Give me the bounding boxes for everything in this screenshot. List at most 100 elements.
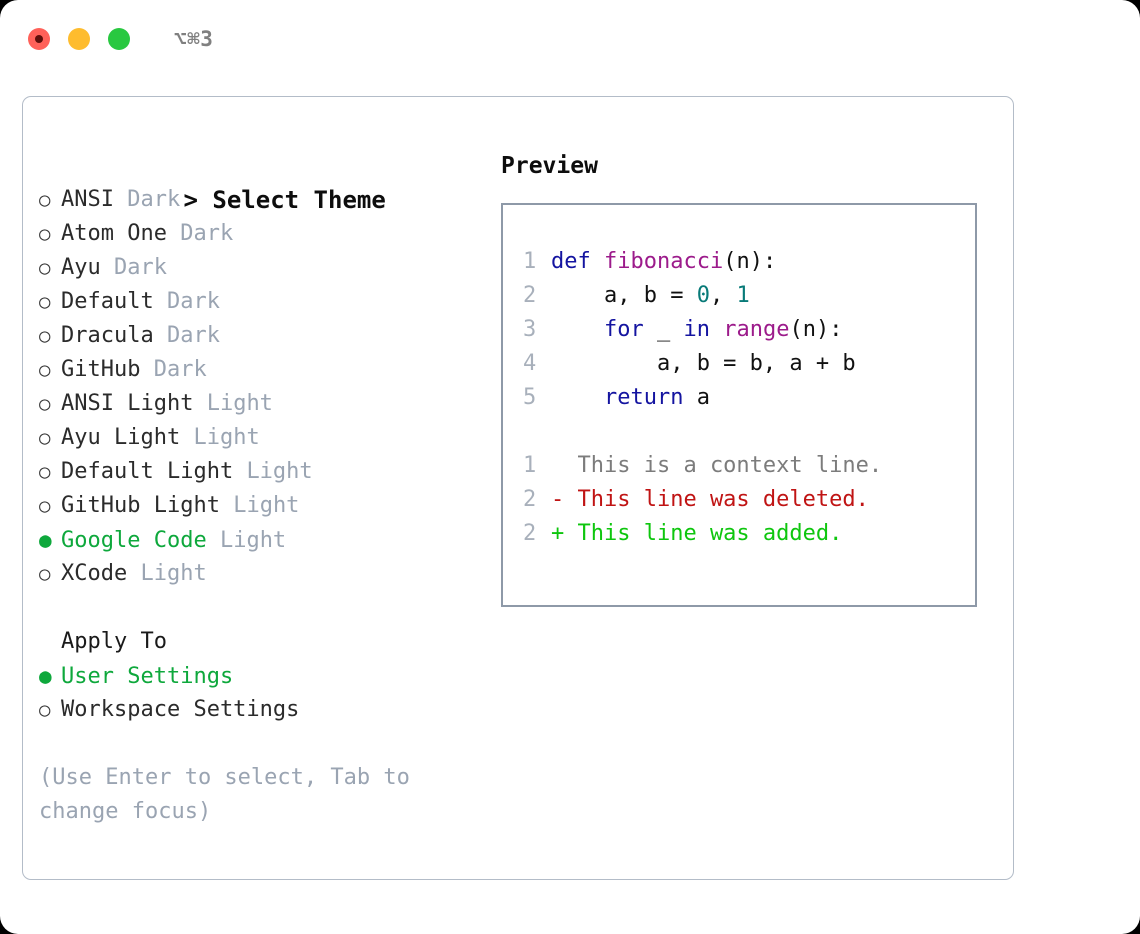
code-token: 0 [696, 283, 710, 308]
radio-unselected-icon: ○ [39, 325, 51, 347]
theme-option-label: Ayu [61, 255, 101, 280]
diff-line-text: + This line was added. [551, 521, 843, 546]
theme-option-github-light[interactable]: ○ GitHub Light Light [39, 489, 491, 523]
apply-to-title: Apply To [61, 629, 167, 654]
left-column: > Select Theme ○ANSI Dark○Atom One Dark○… [39, 149, 491, 829]
line-number: 1 [523, 453, 537, 478]
prompt-caret-icon: > [183, 186, 198, 214]
line-number: 2 [523, 487, 537, 512]
diff-line-del: 2- This line was deleted. [523, 483, 975, 517]
code-line: 4 a, b = b, a + b [523, 347, 975, 381]
radio-unselected-icon: ○ [39, 563, 51, 585]
theme-option-kind: Light [193, 425, 260, 450]
theme-option-label: Default [61, 289, 154, 314]
diff-line-ctx: 1 This is a context line. [523, 449, 975, 483]
line-number: 4 [523, 351, 537, 376]
theme-option-label: Ayu Light [61, 425, 181, 450]
theme-list[interactable]: ○ANSI Dark○Atom One Dark○Ayu Dark○Defaul… [39, 183, 491, 591]
apply-to-option-label: User Settings [61, 664, 234, 689]
theme-option-default-light[interactable]: ○ Default Light Light [39, 455, 491, 489]
theme-option-kind: Light [140, 561, 207, 586]
theme-list-header: > Select Theme [39, 149, 491, 214]
code-token: return [603, 385, 684, 410]
theme-option-ayu[interactable]: ○ Ayu Dark [39, 251, 491, 285]
code-token: def [551, 249, 604, 274]
theme-option-kind: Light [233, 493, 300, 518]
radio-unselected-icon: ○ [39, 393, 51, 415]
code-token: (n): [723, 249, 777, 274]
apply-to-option-workspace-settings[interactable]: ○ Workspace Settings [39, 693, 491, 727]
theme-option-ayu-light[interactable]: ○ Ayu Light Light [39, 421, 491, 455]
theme-option-github[interactable]: ○GitHub Dark [39, 353, 491, 387]
radio-selected-icon: ● [39, 664, 52, 688]
theme-option-xcode[interactable]: ○ XCode Light [39, 557, 491, 591]
radio-selected-icon: ● [39, 528, 52, 552]
theme-option-kind: Light [246, 459, 313, 484]
theme-option-label: Default Light [61, 459, 234, 484]
theme-option-google-code[interactable]: ● Google Code Light [39, 523, 491, 557]
theme-option-label: GitHub [61, 357, 141, 382]
radio-unselected-icon: ○ [39, 257, 51, 279]
line-number: 1 [523, 249, 537, 274]
close-button[interactable] [28, 28, 50, 50]
radio-unselected-icon: ○ [39, 495, 51, 517]
theme-option-dracula[interactable]: ○Dracula Dark [39, 319, 491, 353]
code-token: for [603, 317, 644, 342]
code-line: 2 a, b = 0, 1 [523, 279, 975, 313]
diff-line-add: 2+ This line was added. [523, 517, 975, 551]
code-token: (n): [789, 317, 843, 342]
theme-option-label: Atom One [61, 221, 167, 246]
code-token: fibonacci [603, 249, 724, 274]
window-titlebar: ⌥⌘3 [0, 0, 1140, 78]
code-spacer [523, 415, 975, 449]
code-token: in [683, 317, 710, 342]
code-token [710, 317, 723, 342]
code-line: 1 def fibonacci(n): [523, 245, 975, 279]
diff-line-text: This is a context line. [551, 453, 883, 478]
theme-option-kind: Dark [180, 221, 234, 246]
theme-option-label: GitHub Light [61, 493, 220, 518]
theme-option-kind: Dark [127, 187, 181, 212]
minimize-button[interactable] [68, 28, 90, 50]
code-token [551, 317, 604, 342]
diff-sample: 1 This is a context line.2- This line wa… [523, 449, 975, 551]
radio-unselected-icon: ○ [39, 461, 51, 483]
theme-option-label: Dracula [61, 323, 154, 348]
code-token: , [709, 283, 737, 308]
theme-option-label: Google Code [61, 528, 207, 553]
code-token: a, b = [551, 283, 697, 308]
code-token: a, b = b, a + b [551, 351, 856, 376]
keyboard-shortcut-label: ⌥⌘3 [174, 27, 214, 51]
preview-title: Preview [501, 153, 598, 179]
code-token: range [723, 317, 790, 342]
theme-option-label: XCode [61, 561, 128, 586]
theme-option-kind: Dark [114, 255, 167, 280]
line-number: 2 [523, 283, 537, 308]
keyboard-hint-text: (Use Enter to select, Tab to change focu… [39, 765, 424, 824]
code-token: a [683, 385, 710, 410]
radio-unselected-icon: ○ [39, 189, 51, 211]
line-number: 3 [523, 317, 537, 342]
theme-option-ansi[interactable]: ○ANSI Dark [39, 183, 491, 217]
apply-to-option-label: Workspace Settings [61, 697, 300, 722]
radio-unselected-icon: ○ [39, 427, 51, 449]
line-number: 5 [523, 385, 537, 410]
theme-option-ansi-light[interactable]: ○ANSI Light Light [39, 387, 491, 421]
apply-to-option-user-settings[interactable]: ● User Settings [39, 659, 491, 693]
code-token: 1 [736, 283, 750, 308]
theme-option-atom-one[interactable]: ○Atom One Dark [39, 217, 491, 251]
code-line: 5 return a [523, 381, 975, 415]
theme-option-kind: Dark [166, 289, 220, 314]
apply-to-list[interactable]: ● User Settings ○ Workspace Settings [39, 659, 491, 727]
zoom-button[interactable] [108, 28, 130, 50]
radio-unselected-icon: ○ [39, 699, 51, 721]
theme-option-kind: Light [206, 391, 273, 416]
code-token: _ [643, 317, 684, 342]
radio-unselected-icon: ○ [39, 291, 51, 313]
theme-option-kind: Light [219, 528, 287, 553]
code-token [551, 385, 604, 410]
theme-option-default[interactable]: ○ Default Dark [39, 285, 491, 319]
